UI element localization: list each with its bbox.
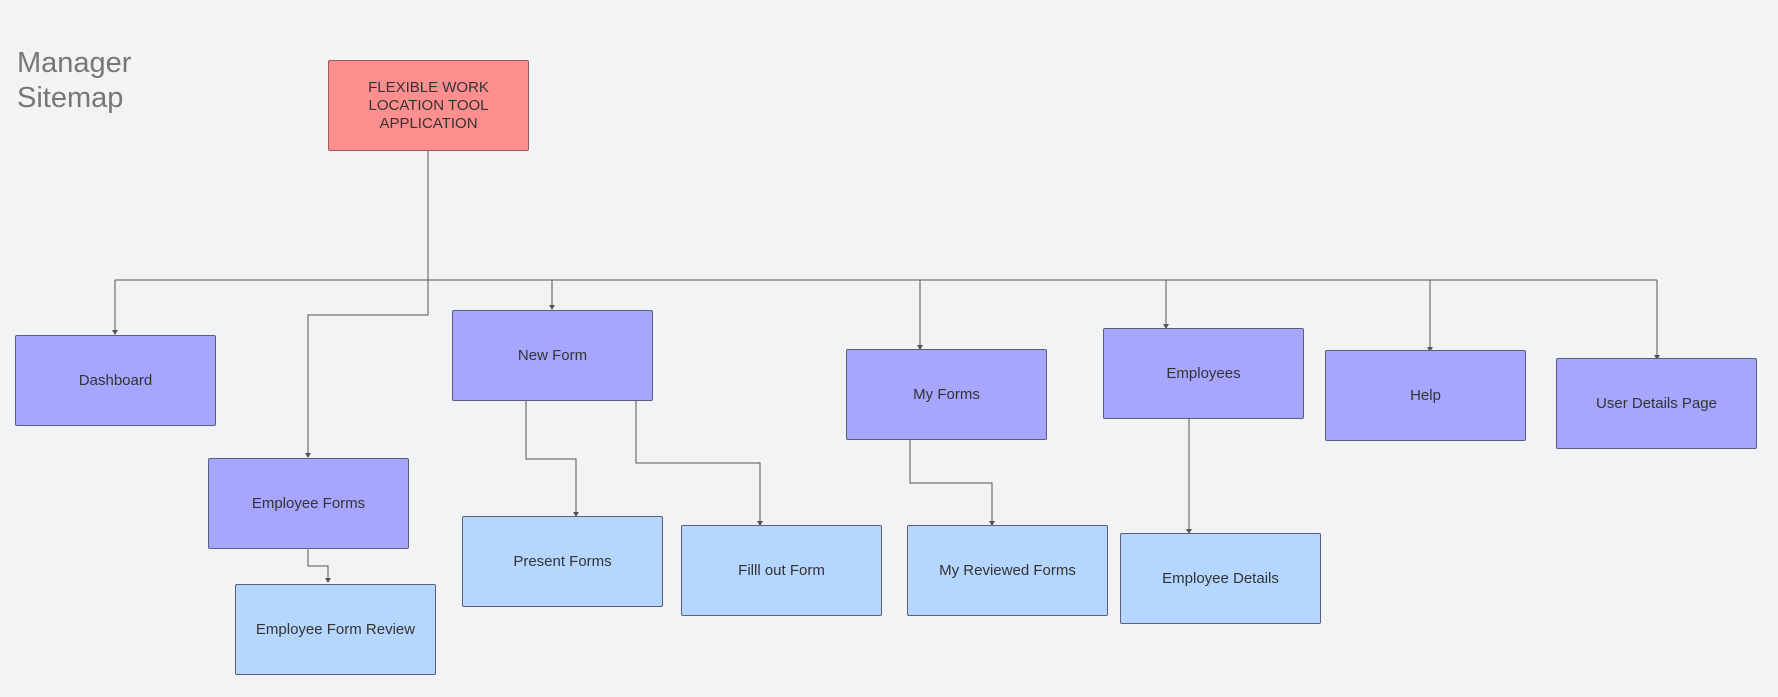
page-title: Manager Sitemap [17,47,132,114]
help-node[interactable]: Help [1325,350,1526,441]
connector-employee-form-review [307,548,329,580]
connector-fill-out-form [635,400,761,522]
dashboard-node[interactable]: Dashboard [15,335,216,426]
fill-out-form-node[interactable]: Filll out Form [681,525,882,616]
root-node[interactable]: FLEXIBLE WORK LOCATION TOOL APPLICATION [328,60,529,151]
present-forms-node[interactable]: Present Forms [462,516,663,607]
employee-details-node-label: Employee Details [1162,569,1279,587]
new-form-node-label: New Form [517,346,588,364]
connector-present-forms [525,400,577,513]
employee-forms-node[interactable]: Employee Forms [208,458,409,549]
user-details-page-node-label: User Details Page [1596,394,1717,412]
my-forms-node[interactable]: My Forms [846,349,1047,440]
employees-node[interactable]: Employees [1103,328,1304,419]
fill-out-form-node-label: Filll out Form [738,561,825,579]
connector-my-reviewed-forms [909,439,993,522]
employee-forms-node-label: Employee Forms [251,494,366,512]
employee-form-review-node-label: Employee Form Review [255,620,416,638]
root-node-label: FLEXIBLE WORK LOCATION TOOL APPLICATION [368,78,489,132]
present-forms-node-label: Present Forms [513,552,612,570]
dashboard-node-label: Dashboard [78,371,153,389]
my-reviewed-forms-node[interactable]: My Reviewed Forms [907,525,1108,616]
user-details-page-node[interactable]: User Details Page [1556,358,1757,449]
employee-form-review-node[interactable]: Employee Form Review [235,584,436,675]
my-reviewed-forms-node-label: My Reviewed Forms [939,561,1076,579]
help-node-label: Help [1410,386,1441,404]
new-form-node[interactable]: New Form [452,310,653,401]
employee-details-node[interactable]: Employee Details [1120,533,1321,624]
employees-node-label: Employees [1166,364,1241,382]
connector-employee-forms [307,280,429,455]
my-forms-node-label: My Forms [913,385,980,403]
